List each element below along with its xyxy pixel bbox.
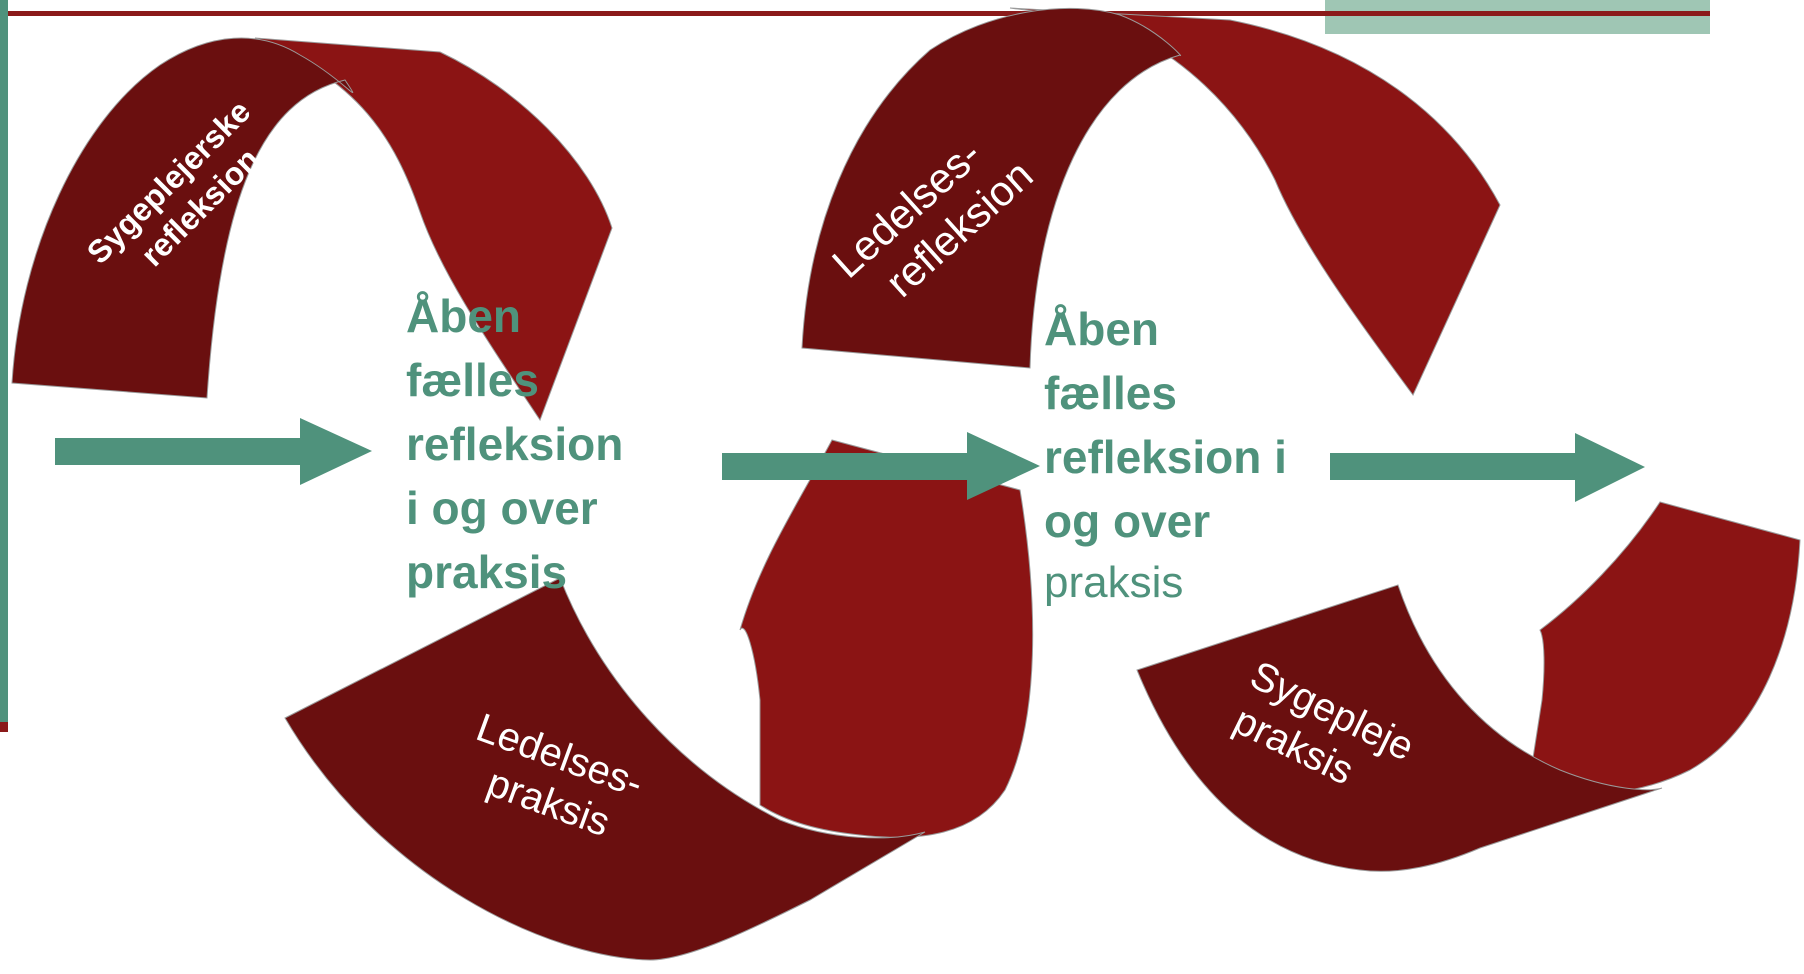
ribbon-nurse-practice (1136, 501, 1801, 872)
top-green-bar-lower (1325, 16, 1710, 34)
left-red-mark (0, 722, 8, 732)
top-green-bar (1325, 0, 1710, 11)
ribbon-mgmt-practice (284, 439, 1034, 961)
ribbon-3-front (801, 7, 1182, 369)
ribbon-1-front (11, 37, 354, 399)
center-text-1-line-4: i og over (406, 482, 598, 534)
arrow-3 (1330, 433, 1645, 502)
arrow-2 (722, 432, 1040, 500)
ribbon-3-back (1009, 7, 1501, 396)
center-text-2-line-2: fælles (1044, 367, 1177, 419)
ribbon-2-back (739, 439, 1034, 838)
ribbon-4-back (1527, 501, 1801, 796)
center-text-1: Åben fælles refleksion i og over praksis (406, 290, 636, 598)
center-text-2-line-3: refleksion i (1044, 431, 1287, 483)
center-text-1-line-1: Åben (406, 290, 521, 342)
center-text-1-line-2: fælles (406, 354, 539, 406)
ribbon-mgmt-reflection (801, 7, 1501, 396)
ribbon-1-back (254, 37, 613, 422)
center-text-2-line-1: Åben (1044, 303, 1159, 355)
ribbon-nurse-reflection (11, 37, 613, 422)
left-green-rule (0, 0, 8, 722)
top-red-rule (0, 11, 1710, 16)
center-text-1-line-5: praksis (406, 546, 567, 598)
center-text-2-line-5: praksis (1044, 558, 1183, 607)
center-text-2: Åben fælles refleksion i og over (1044, 303, 1300, 547)
arrow-1 (55, 418, 372, 485)
ribbon-4-front (1136, 584, 1663, 872)
center-text-1-line-3: refleksion (406, 418, 623, 470)
center-text-2-line-4: og over (1044, 495, 1210, 547)
ribbon-2-front (284, 577, 926, 961)
